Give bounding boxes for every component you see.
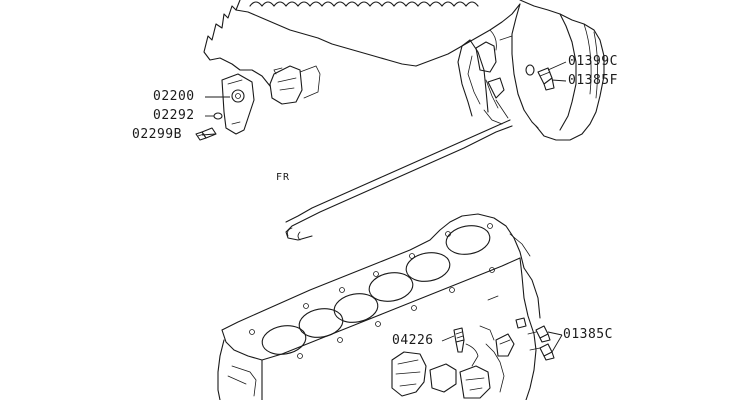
- plugs-01385c: [527, 325, 555, 361]
- part-label-02299b: 02299B: [132, 127, 182, 142]
- part-label-01399c: 01399C: [568, 54, 618, 69]
- deck-holes: [249, 223, 495, 359]
- front-direction-label: FR: [276, 172, 291, 183]
- part-label-02200: 02200: [153, 89, 195, 104]
- cylinder-block: [217, 213, 555, 401]
- plug-01385f: [537, 67, 555, 91]
- washer-02292: [213, 112, 223, 120]
- o-ring-01399c: [525, 64, 535, 76]
- transmission-housing: [467, 0, 605, 141]
- part-label-04226: 04226: [392, 333, 434, 348]
- pressure-switch-04226: [453, 327, 479, 367]
- part-label-02292: 02292: [153, 108, 195, 123]
- part-label-01385c: 01385C: [563, 327, 613, 342]
- leader-lines: [201, 61, 567, 353]
- cylinder-bores: [261, 225, 491, 355]
- part-label-01385f: 01385F: [568, 73, 618, 88]
- engine-assembly-outline: [195, 0, 521, 241]
- bolt-02299b: [195, 127, 217, 141]
